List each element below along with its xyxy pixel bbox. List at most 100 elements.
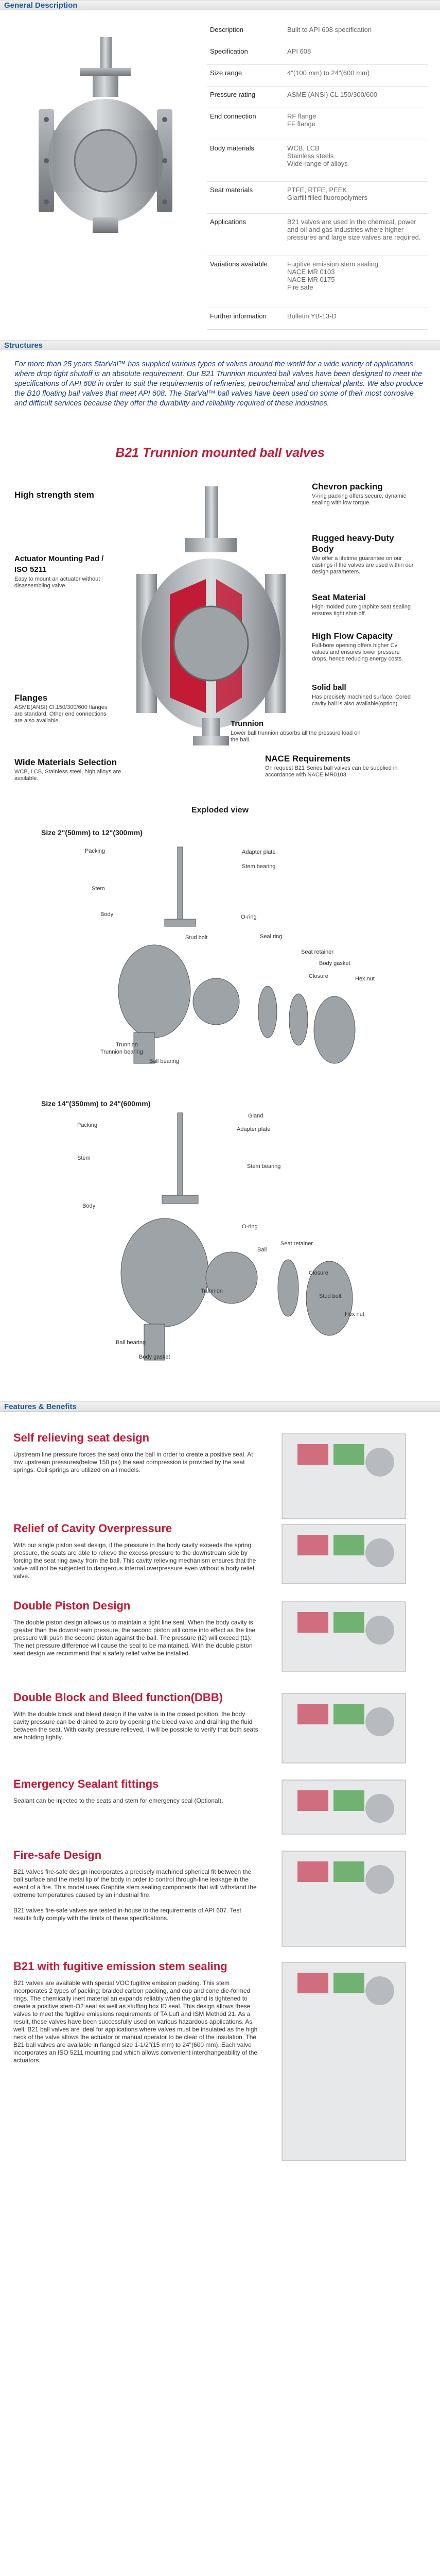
spec-key: Applications xyxy=(207,213,284,256)
feature-title: Relief of Cavity Overpressure xyxy=(13,1522,172,1535)
part-label: Ball xyxy=(257,1247,267,1253)
spec-value: ASME (ANSI) CL 150/300/600 xyxy=(284,86,428,109)
spec-value-line: NACE MR 0103 xyxy=(287,267,335,276)
feature-item: Double Block and Bleed function(DBB)With… xyxy=(0,1680,440,1767)
spec-value-line: NACE MR 0175 xyxy=(287,275,335,283)
part-label: Adapter plate xyxy=(237,1126,271,1132)
part-label: Body gasket xyxy=(319,960,350,967)
spec-value-line: B21 valves are used in the chemical, pow… xyxy=(287,218,421,242)
feature-title: B21 with fugitive emission stem sealing xyxy=(13,1960,227,1973)
part-label: Gland xyxy=(248,1113,263,1119)
spec-key: Description xyxy=(207,22,284,43)
feature-title: Emergency Sealant fittings xyxy=(13,1777,159,1790)
spec-key: Specification xyxy=(207,43,284,65)
spec-value-line: Glarfill filled fluoropolymers xyxy=(287,194,368,202)
spec-value-line: Built to API 608 specification xyxy=(287,26,372,33)
structures-intro: For more than 25 years StarVal™ has supp… xyxy=(14,360,423,408)
part-label: Body xyxy=(100,911,114,918)
part-label: Stem xyxy=(77,1155,91,1161)
part-label: Body xyxy=(82,1203,96,1209)
part-label: Stem bearing xyxy=(242,863,276,870)
spec-value-line: 4"(100 mm) to 24"(600 mm) xyxy=(287,69,370,77)
feature-illustration xyxy=(260,1691,427,1767)
features-header: Features & Benefits xyxy=(0,1401,440,1412)
feature-body: Upstream line pressure forces the seat o… xyxy=(13,1451,253,1473)
part-label: Closure xyxy=(309,973,328,979)
cutaway-diagram: High strength stem Actuator Mounting Pad… xyxy=(0,476,440,790)
spec-key: Size range xyxy=(207,64,284,87)
valve-photo xyxy=(10,32,201,274)
feature-illustration xyxy=(260,1599,427,1680)
spec-value-line: FF flange xyxy=(287,120,315,128)
part-label: Stem xyxy=(92,886,105,892)
feature-illustration xyxy=(260,1431,427,1519)
part-label: Body gasket xyxy=(139,1354,170,1360)
feature-text: Double Block and Bleed function(DBB)With… xyxy=(13,1691,260,1767)
cutaway-valve-illustration xyxy=(136,486,286,745)
size-label-small: Size 2"(50mm) to 12"(300mm) xyxy=(41,828,143,837)
spec-value-line: Bulletin YB-13-D xyxy=(287,312,337,320)
spec-value: 4"(100 mm) to 24"(600 mm) xyxy=(284,64,428,87)
part-label: Closure xyxy=(309,1270,328,1276)
structures-header: Structures xyxy=(0,340,440,350)
part-label: Hex nut xyxy=(345,1311,364,1317)
part-label: Seat retainer xyxy=(280,1241,313,1247)
part-label: Ball bearing xyxy=(116,1340,146,1346)
spec-value-line: ASME (ANSI) CL 150/300/600 xyxy=(287,91,378,99)
feature-body: B21 valves are available with special VO… xyxy=(13,1979,258,2064)
spec-value-line: WCB, LCB xyxy=(287,144,320,152)
annotation-stem: High strength stem xyxy=(14,490,94,500)
feature-illustration xyxy=(260,1522,427,1592)
feature-title: Double Block and Bleed function(DBB) xyxy=(13,1691,223,1704)
spec-value-line: Fugitive emission stem sealing xyxy=(287,260,379,268)
spec-value-line: API 608 xyxy=(287,47,311,55)
part-label: Ball bearing xyxy=(149,1058,180,1064)
part-label: Trunnion xyxy=(201,1288,223,1294)
spec-key: Further information xyxy=(207,308,284,330)
part-label: Stud bolt xyxy=(185,935,208,941)
spec-value-line: Wide range of alloys xyxy=(287,159,348,167)
part-label: Stud bolt xyxy=(319,1293,342,1299)
feature-title: Double Piston Design xyxy=(13,1599,131,1612)
part-label: Seat retainer xyxy=(301,949,333,955)
feature-body: With our single piston seat design, if t… xyxy=(13,1541,256,1580)
part-label: Adapter plate xyxy=(242,849,276,855)
spec-value-line: Stainless steels xyxy=(287,151,334,160)
part-label: Packing xyxy=(77,1122,98,1128)
general-description-header: General Description xyxy=(0,0,440,10)
feature-illustration xyxy=(260,1777,427,1839)
spec-key: Body materials xyxy=(207,140,284,182)
part-label: Hex nut xyxy=(355,976,375,982)
part-label: Stem bearing xyxy=(247,1163,281,1170)
part-label: O-ring xyxy=(242,1224,258,1230)
